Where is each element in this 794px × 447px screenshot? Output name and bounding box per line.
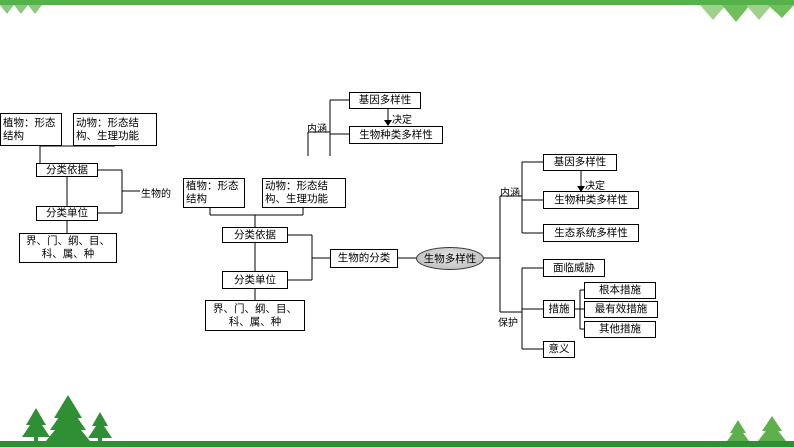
tree-icon (22, 395, 112, 443)
top-gene-text: 基因多样性 (358, 94, 412, 106)
right-species-box: 生物种类多样性 (543, 191, 639, 209)
right-gene-text: 基因多样性 (553, 156, 607, 168)
center-ellipse: 生物多样性 (416, 247, 484, 270)
center-plant-text: 植物：形态结构 (186, 180, 239, 205)
most-effective-box: 最有效措施 (584, 301, 658, 318)
arrowheads (384, 120, 585, 192)
fundamental-text: 根本措施 (599, 284, 641, 296)
center-classification-box: 生物的分类 (330, 249, 398, 268)
left-animal-text: 动物：形态结构、生理功能 (76, 116, 139, 142)
top-decor-bar (0, 0, 794, 5)
center-unit-text: 分类单位 (234, 273, 276, 286)
center-classification-text: 生物的分类 (337, 252, 391, 264)
left-basis-box: 分类依据 (36, 163, 98, 177)
top-connotation-label: 内涵 (307, 124, 327, 135)
top-gene-box: 基因多样性 (349, 92, 421, 109)
right-ecosystem-box: 生态系统多样性 (543, 224, 639, 242)
right-connotation-label: 内涵 (500, 188, 520, 199)
fundamental-box: 根本措施 (584, 282, 656, 299)
left-plant-text: 植物：形态结构 (3, 116, 56, 142)
center-levels-text: 界、门、纲、目、科、属、种 (213, 302, 297, 328)
top-species-box: 生物种类多样性 (349, 126, 443, 144)
center-animal-box: 动物：形态结构、生理功能 (262, 178, 346, 208)
top-right-triangles (700, 5, 794, 22)
left-basis-text: 分类依据 (46, 163, 88, 176)
center-ellipse-text: 生物多样性 (423, 253, 477, 265)
most-effective-text: 最有效措施 (594, 303, 648, 315)
center-unit-box: 分类单位 (222, 271, 288, 289)
top-decides-label: 决定 (392, 115, 412, 126)
protection-label: 保护 (498, 318, 518, 329)
center-basis-text: 分类依据 (234, 228, 276, 241)
left-levels-text: 界、门、纲、目、科、属、种 (26, 235, 110, 260)
top-left-triangles (0, 5, 42, 14)
left-unit-box: 分类单位 (36, 206, 98, 221)
right-gene-box: 基因多样性 (543, 154, 617, 171)
top-species-text: 生物种类多样性 (359, 128, 433, 141)
other-text: 其他措施 (599, 323, 641, 335)
right-species-text: 生物种类多样性 (554, 193, 628, 206)
significance-text: 意义 (548, 343, 570, 355)
left-animal-box: 动物：形态结构、生理功能 (73, 113, 157, 146)
other-box: 其他措施 (584, 321, 656, 338)
small-tree-icon (727, 416, 786, 441)
right-ecosystem-text: 生态系统多样性 (554, 226, 628, 239)
center-animal-text: 动物：形态结构、生理功能 (265, 180, 328, 205)
left-classification-label: 生物的 (141, 189, 171, 200)
measures-box: 措施 (543, 300, 575, 318)
center-basis-box: 分类依据 (222, 227, 288, 243)
bottom-decor-bar (0, 441, 794, 447)
center-plant-box: 植物：形态结构 (183, 178, 245, 208)
threat-box: 面临威胁 (543, 259, 605, 277)
right-decides-label: 决定 (585, 181, 605, 192)
center-levels-box: 界、门、纲、目、科、属、种 (205, 300, 305, 331)
left-plant-box: 植物：形态结构 (0, 113, 62, 146)
threat-text: 面临威胁 (553, 261, 595, 274)
significance-box: 意义 (543, 341, 575, 358)
left-levels-box: 界、门、纲、目、科、属、种 (19, 233, 117, 263)
measures-text: 措施 (548, 302, 570, 315)
left-unit-text: 分类单位 (46, 207, 88, 219)
connector-lines (39, 99, 584, 350)
